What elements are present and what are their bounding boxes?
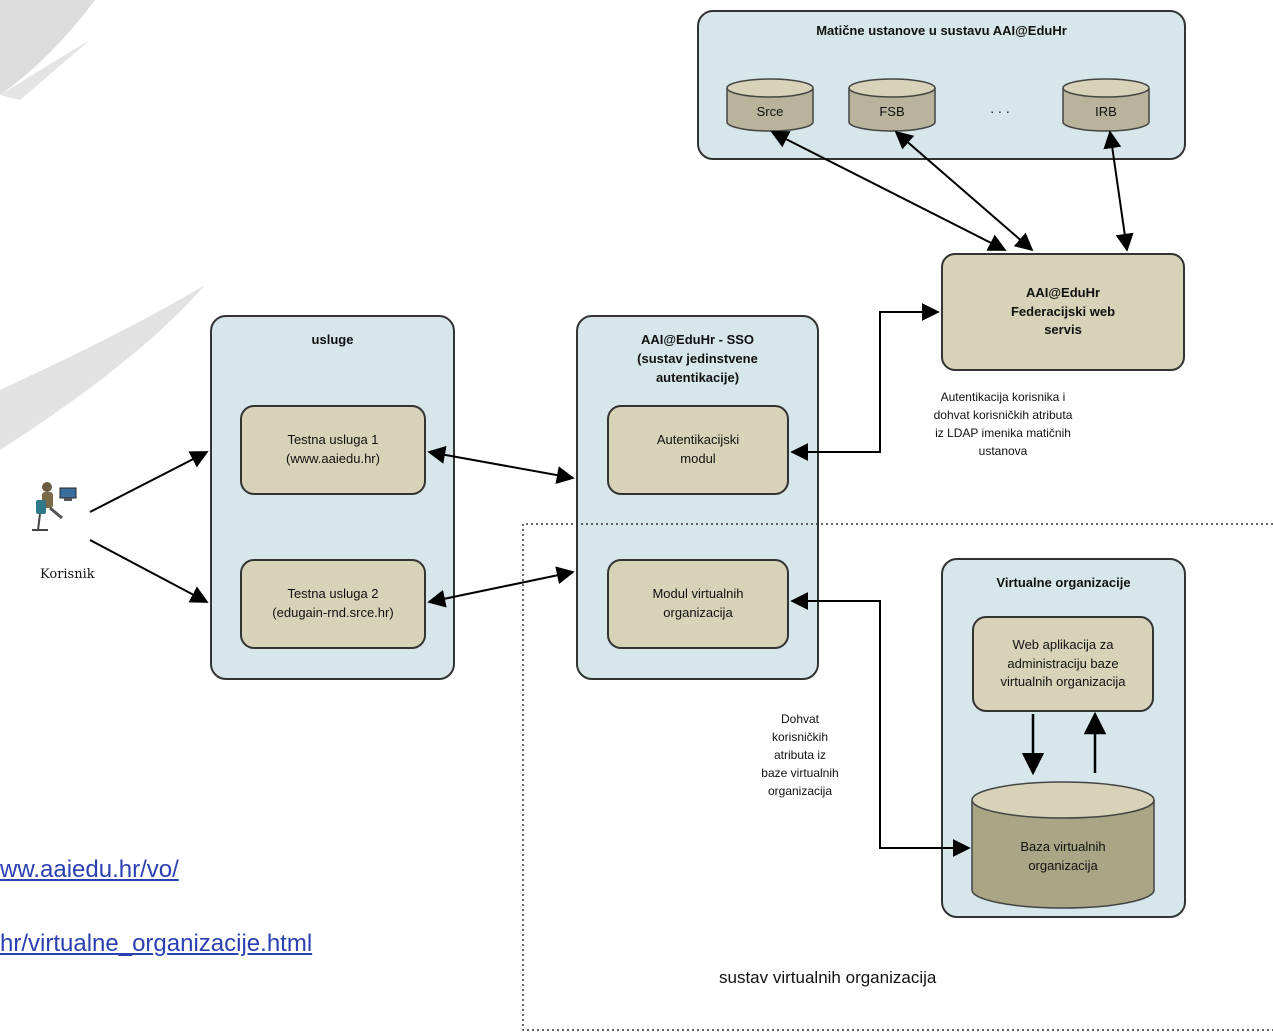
vo-module: Modul virtualnih organizacija <box>607 559 789 649</box>
irb-label: IRB <box>1095 104 1117 119</box>
auth-module: Autentikacijski modul <box>607 405 789 495</box>
auth-note: Autentikacija korisnika i dohvat korisni… <box>933 390 1073 458</box>
test-service-2: Testna usluga 2 (edugain-rnd.srce.hr) <box>240 559 426 649</box>
federation-web-service: AAI@EduHr Federacijski web servis <box>941 253 1185 371</box>
vo-database-label: Baza virtualnih organizacija <box>1020 839 1106 873</box>
user-to-service-2-arrow <box>89 539 209 603</box>
vo-module-database-arrow <box>790 592 971 857</box>
institutions-title: Matične ustanove u sustavu AAI@EduHr <box>816 23 1067 38</box>
service1-sso-arrow <box>427 446 575 484</box>
db-fsb <box>848 78 936 132</box>
institutions-ellipsis: . . . <box>990 100 1010 116</box>
db-srce <box>726 78 814 132</box>
vo-title: Virtualne organizacije <box>996 575 1131 590</box>
irb-federation-arrow <box>1103 130 1134 252</box>
fsb-label: FSB <box>879 104 905 119</box>
user-label: Korisnik <box>40 567 95 582</box>
user-to-service-1-arrow <box>89 451 209 513</box>
vo-docs-link[interactable]: hr/virtualne_organizacije.html <box>0 930 313 957</box>
vo-link[interactable]: ww.aaiedu.hr/vo/ <box>0 856 179 883</box>
vo-web-app: Web aplikacija za administraciju baze vi… <box>972 616 1154 712</box>
user-icon <box>32 482 77 531</box>
system-label: sustav virtualnih organizacija <box>719 968 937 987</box>
srce-federation-arrow <box>770 131 1007 251</box>
db-irb <box>1062 78 1150 132</box>
auth-federation-arrow <box>790 303 940 461</box>
test-service-1: Testna usluga 1 (www.aaiedu.hr) <box>240 405 426 495</box>
vo-note: Dohvat korisničkih atributa iz baze virt… <box>761 712 839 798</box>
sso-title: AAI@EduHr - SSO (sustav jedinstvene aute… <box>637 332 758 385</box>
service2-sso-arrow <box>427 566 575 608</box>
services-title: usluge <box>311 332 354 347</box>
srce-label: Srce <box>756 104 784 119</box>
fsb-federation-arrow <box>894 130 1034 252</box>
vo-database-icon <box>971 781 1155 909</box>
